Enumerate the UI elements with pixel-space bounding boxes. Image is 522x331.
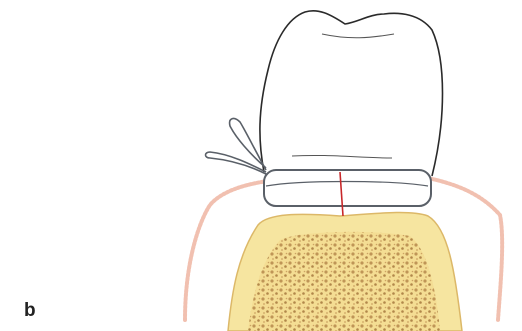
tooth-icon [260, 11, 443, 176]
wire-end-lower [206, 152, 267, 174]
panel-label: b [24, 301, 36, 320]
cancellous-bone [248, 232, 440, 331]
band-icon [264, 170, 431, 206]
